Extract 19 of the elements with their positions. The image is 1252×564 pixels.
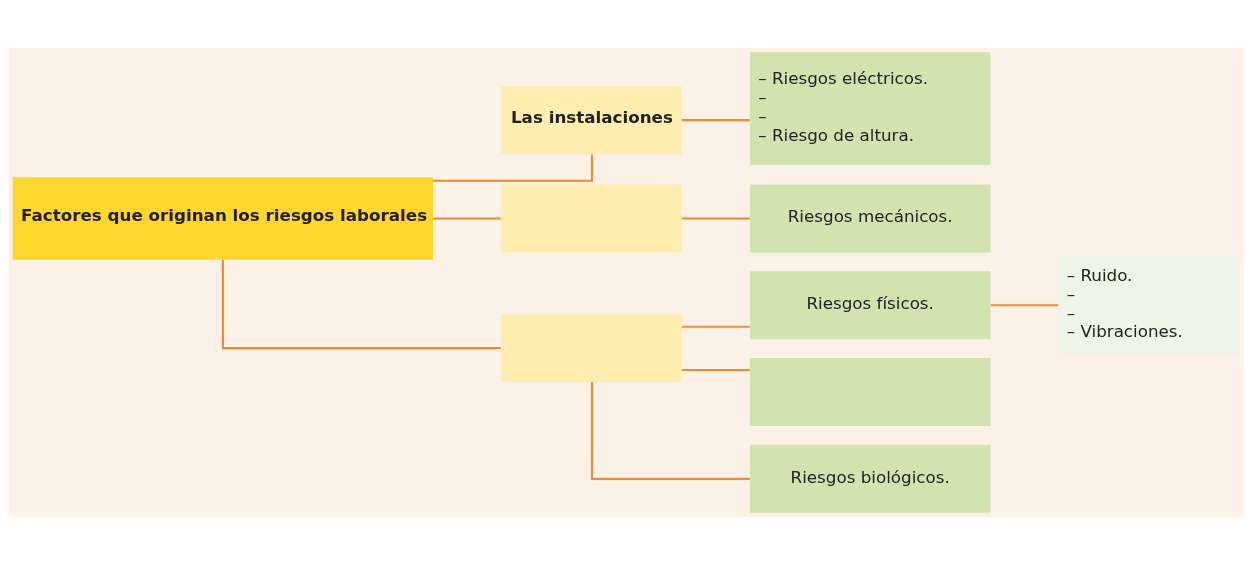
connector (433, 216, 501, 219)
node-box: – Ruido. – – – Vibraciones. (1058, 255, 1240, 354)
connector (681, 216, 750, 219)
node-box (501, 183, 682, 252)
node-box: Riesgos biológicos. (749, 444, 991, 513)
connector (433, 153, 594, 182)
connector (221, 259, 501, 349)
node-box: Riesgos mecánicos. (749, 183, 991, 252)
connector (681, 325, 750, 328)
node-box (501, 313, 682, 382)
connector (681, 368, 750, 371)
node-box: Las instalaciones (501, 85, 682, 154)
node-box: – Riesgos eléctricos. – – – Riesgo de altura. (749, 51, 991, 165)
connector (590, 381, 750, 480)
node-box: Riesgos físicos. (749, 270, 991, 339)
connector (990, 303, 1059, 306)
connector (681, 118, 750, 121)
node-box (749, 357, 991, 426)
node-box: Factores que originan los riesgos laborales (12, 176, 434, 260)
